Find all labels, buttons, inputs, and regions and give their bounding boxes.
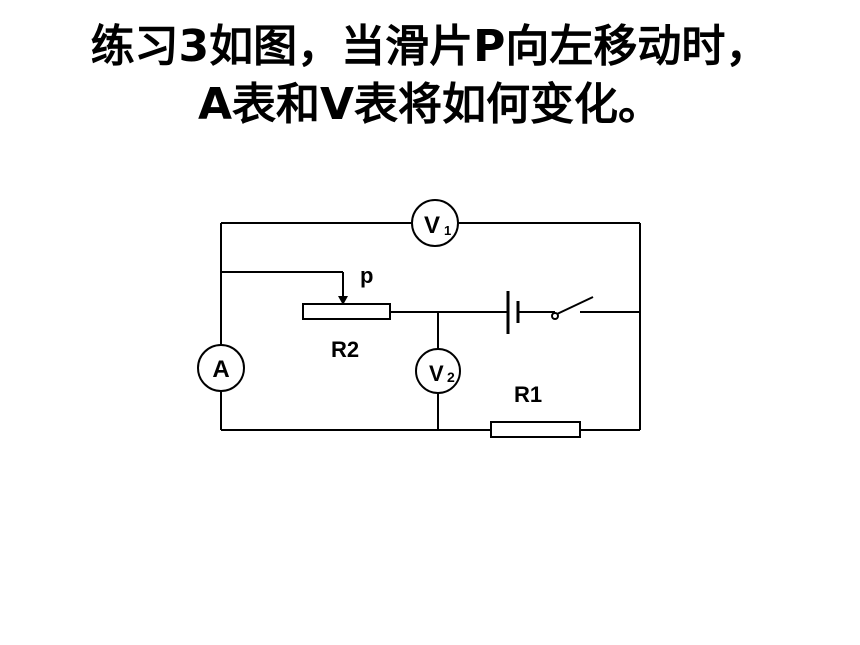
resistor-r2 <box>302 303 391 320</box>
ammeter-a <box>197 344 245 392</box>
switch-contact <box>551 312 559 320</box>
problem-title: 练习3如图，当滑片P向左移动时， A表和V表将如何变化。 <box>0 18 860 134</box>
title-line-2: A表和V表将如何变化。 <box>197 79 663 130</box>
r2-label: R2 <box>331 337 359 362</box>
r1-label: R1 <box>514 382 542 407</box>
slider-arrow-icon <box>338 296 348 305</box>
voltmeter-v2 <box>415 348 461 394</box>
voltmeter-v1 <box>411 199 459 247</box>
v1-letter: V <box>424 212 440 239</box>
ammeter-letter: A <box>212 356 229 383</box>
v2-letter: V <box>429 361 444 386</box>
switch-lever <box>556 296 594 315</box>
resistor-r1 <box>490 421 581 438</box>
v1-subscript: 1 <box>444 223 451 238</box>
v2-subscript: 2 <box>447 369 455 385</box>
slider-label: p <box>360 263 373 288</box>
title-line-1: 练习3如图，当滑片P向左移动时， <box>90 21 770 72</box>
